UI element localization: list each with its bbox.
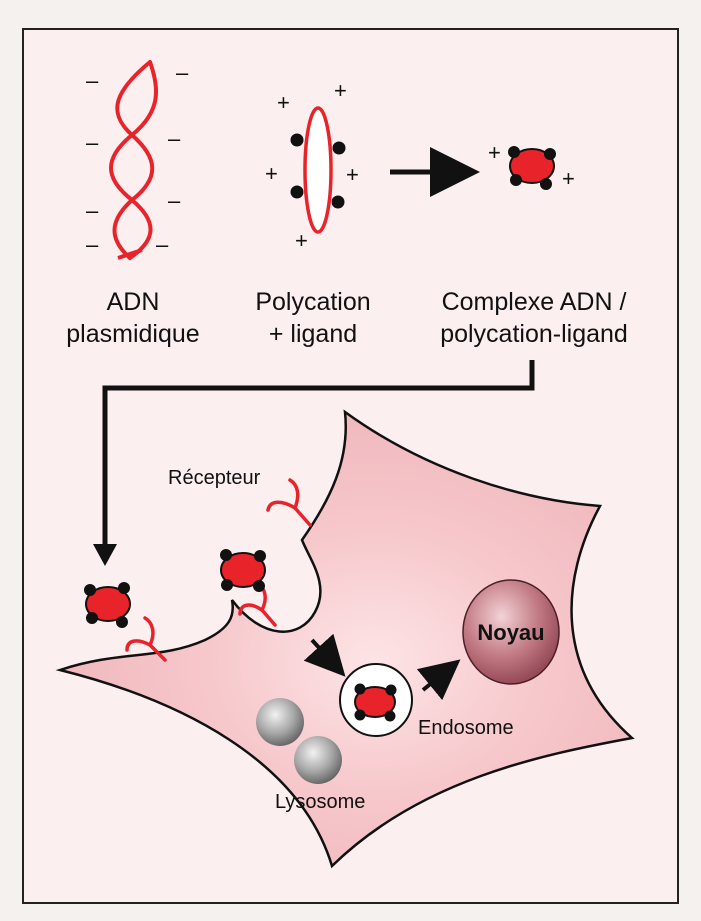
dna-negative-charges: – – – – – – – – xyxy=(86,60,189,257)
delivery-arrow-shaft xyxy=(102,360,535,548)
internalisation-arrow xyxy=(303,633,346,677)
lysosome-1 xyxy=(256,698,304,746)
cell-membrane xyxy=(55,409,635,869)
complex-label-line1: Complexe ADN / xyxy=(442,288,627,316)
receptor-left xyxy=(125,616,167,662)
plus-sign: + xyxy=(334,78,347,103)
plus-sign: + xyxy=(488,140,501,165)
delivery-arrow-head xyxy=(93,544,117,566)
polycation-positive-charges: + + + + + xyxy=(265,78,359,253)
polycation-label-line1: Polycation xyxy=(255,288,370,316)
complex-positive-charges: + + xyxy=(488,140,575,191)
minus-sign: – xyxy=(168,188,181,213)
plus-sign: + xyxy=(346,162,359,187)
lysosome-2 xyxy=(294,736,342,784)
minus-sign: – xyxy=(86,232,99,257)
plus-sign: + xyxy=(265,161,278,186)
receptor-upper xyxy=(266,478,312,527)
nucleus-label: Noyau xyxy=(477,620,544,645)
minus-sign: – xyxy=(86,130,99,155)
nucleus xyxy=(462,579,560,685)
plus-sign: + xyxy=(562,166,575,191)
dna-complex xyxy=(508,146,556,190)
minus-sign: – xyxy=(156,232,169,257)
minus-sign: – xyxy=(176,60,189,85)
nuclear-arrow xyxy=(416,659,461,701)
minus-sign: – xyxy=(86,68,99,93)
dna-helix xyxy=(109,60,159,260)
plus-sign: + xyxy=(277,90,290,115)
polycation-label-line2: + ligand xyxy=(269,320,357,348)
endosome xyxy=(339,663,413,737)
plus-sign: + xyxy=(295,228,308,253)
lysosome-label: Lysosome xyxy=(275,791,365,813)
endosome-label: Endosome xyxy=(418,717,514,739)
dna-label-line1: ADN xyxy=(107,288,160,316)
polycation-ligand xyxy=(290,106,346,234)
complex-bound-pit xyxy=(220,549,266,592)
minus-sign: – xyxy=(86,198,99,223)
complex-bound-left xyxy=(84,582,131,628)
receptor-label: Récepteur xyxy=(168,467,261,489)
complex-label-line2: polycation-ligand xyxy=(440,320,628,348)
minus-sign: – xyxy=(168,126,181,151)
dna-label-line2: plasmidique xyxy=(66,320,199,348)
